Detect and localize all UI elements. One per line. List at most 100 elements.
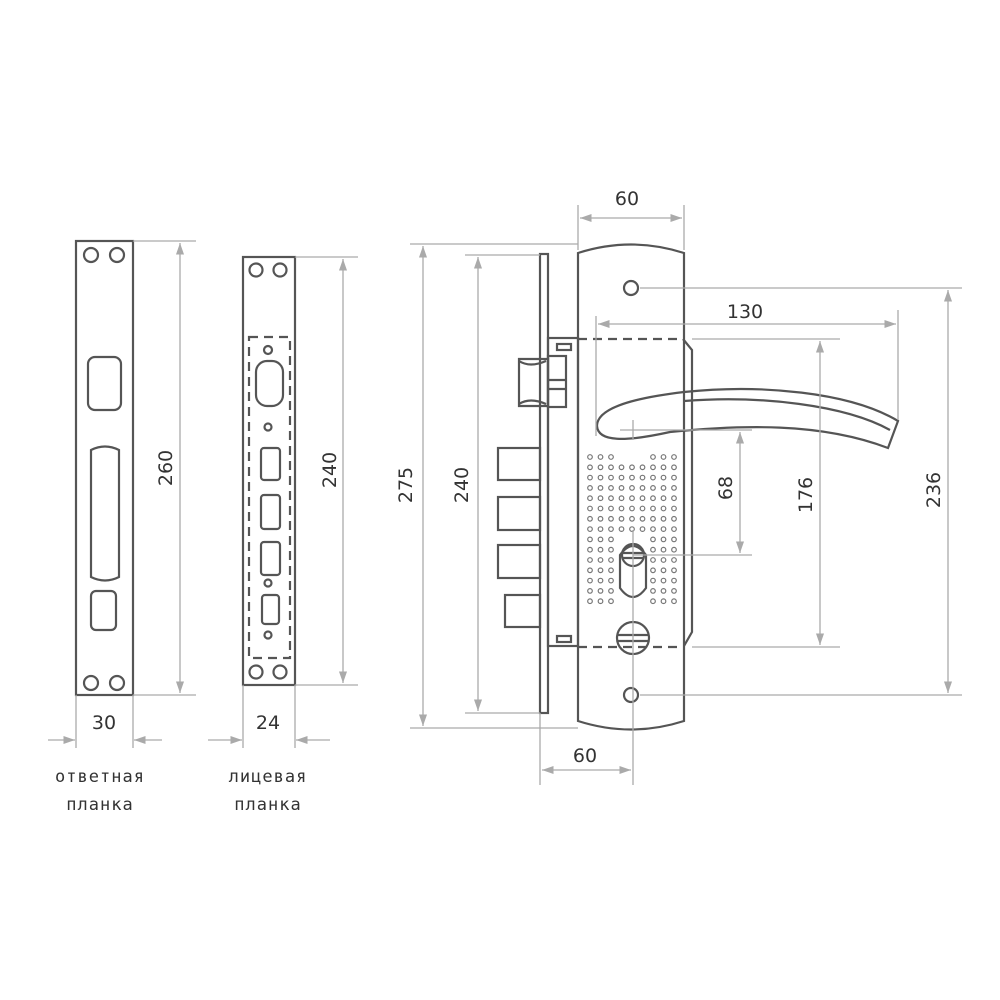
perforation-dot <box>597 464 604 471</box>
perforation-dot <box>650 546 656 553</box>
perforation-dot <box>597 485 604 491</box>
handle-escutcheon <box>576 243 694 731</box>
perforation-dot <box>650 536 656 543</box>
perforation-dot <box>650 454 656 460</box>
perforation-dot <box>650 526 656 532</box>
perforation-dot <box>608 515 614 522</box>
perforation-dot <box>618 515 625 522</box>
strike-height-label: 260 <box>155 450 177 486</box>
strike-width-label: 30 <box>92 712 116 734</box>
total-height-label: 275 <box>395 467 417 503</box>
perforation-dot <box>597 546 604 553</box>
perforation-dot <box>650 588 656 594</box>
perforation-dot <box>597 598 604 605</box>
perforation-dot <box>587 588 593 594</box>
perforation-dot <box>608 485 614 491</box>
perforation-dot <box>639 515 646 522</box>
perforation-dot <box>587 495 593 502</box>
face-plate-dimensions: 240 24 лицевая планка <box>208 256 358 815</box>
perforation-dot <box>650 557 656 563</box>
lock-dimensions: 60 130 275 240 68 176 236 60 <box>395 188 962 785</box>
perforation-dot <box>608 495 614 502</box>
perforation-dot <box>587 515 593 522</box>
perforation-dot <box>608 454 614 460</box>
perforation-dot <box>639 464 646 471</box>
perforation-dot <box>650 485 656 491</box>
perforation-dot <box>629 474 635 481</box>
perforation-dot <box>650 515 656 522</box>
perforation-dot <box>597 474 604 481</box>
perforation-dot <box>587 536 593 543</box>
case-height-label: 176 <box>795 477 817 513</box>
perforation-pattern <box>587 454 677 605</box>
perforation-dot <box>629 485 635 491</box>
perforation-dot <box>671 464 677 471</box>
lever-length-label: 130 <box>727 301 763 323</box>
perforation-dot <box>608 474 614 481</box>
strike-caption-1: ответная <box>55 767 145 787</box>
perforation-dot <box>629 464 635 471</box>
perforation-dot <box>587 526 593 532</box>
perforation-dot <box>608 567 614 574</box>
perforation-dot <box>618 526 625 532</box>
perforation-dot <box>660 454 667 460</box>
perforation-dot <box>639 526 646 532</box>
perforation-dot <box>650 495 656 502</box>
perforation-dot <box>629 505 635 512</box>
perforation-dot <box>597 577 604 584</box>
perforation-dot <box>660 505 667 512</box>
perforation-dot <box>597 505 604 512</box>
perforation-dot <box>587 598 593 605</box>
face-height-label: 240 <box>319 452 341 488</box>
perforation-dot <box>650 567 656 574</box>
perforation-dot <box>671 598 677 605</box>
perforation-dot <box>587 577 593 584</box>
perforation-dot <box>671 546 677 553</box>
strike-plate <box>74 239 135 697</box>
perforation-dot <box>671 567 677 574</box>
perforation-dot <box>597 454 604 460</box>
face-plate <box>241 255 297 687</box>
perforation-dot <box>650 598 656 605</box>
perforation-dot <box>608 536 614 543</box>
perforation-dot <box>587 567 593 574</box>
perforation-dot <box>671 454 677 460</box>
perforation-dot <box>629 515 635 522</box>
perforation-dot <box>608 577 614 584</box>
mortise-lock <box>496 252 580 715</box>
perforation-dot <box>597 515 604 522</box>
perforation-dot <box>587 485 593 491</box>
perforation-dot <box>671 474 677 481</box>
perforation-dot <box>671 577 677 584</box>
perforation-dot <box>587 557 593 563</box>
perforation-dot <box>597 526 604 532</box>
strike-plate-dimensions: 260 30 ответная планка <box>48 240 196 815</box>
perforation-dot <box>660 464 667 471</box>
perforation-dot <box>660 577 667 584</box>
perforation-dot <box>639 474 646 481</box>
perforation-dot <box>608 505 614 512</box>
perforation-dot <box>629 495 635 502</box>
perforation-dot <box>587 474 593 481</box>
perforation-dot <box>660 588 667 594</box>
face-width-label: 24 <box>256 712 280 734</box>
faceplate-height-label: 240 <box>451 467 473 503</box>
perforation-dot <box>618 474 625 481</box>
perforation-dot <box>587 546 593 553</box>
perforation-dot <box>671 505 677 512</box>
perforation-dot <box>660 474 667 481</box>
perforation-dot <box>660 495 667 502</box>
perforation-dot <box>660 567 667 574</box>
face-caption-2: планка <box>234 795 301 815</box>
strike-caption-2: планка <box>66 795 133 815</box>
escutcheon-width-label: 60 <box>615 188 639 210</box>
perforation-dot <box>587 464 593 471</box>
perforation-dot <box>587 505 593 512</box>
perforation-dot <box>597 588 604 594</box>
perforation-dot <box>660 515 667 522</box>
perforation-dot <box>671 557 677 563</box>
mount-spacing-label: 236 <box>923 472 945 508</box>
perforation-dot <box>618 485 625 491</box>
perforation-dot <box>671 536 677 543</box>
